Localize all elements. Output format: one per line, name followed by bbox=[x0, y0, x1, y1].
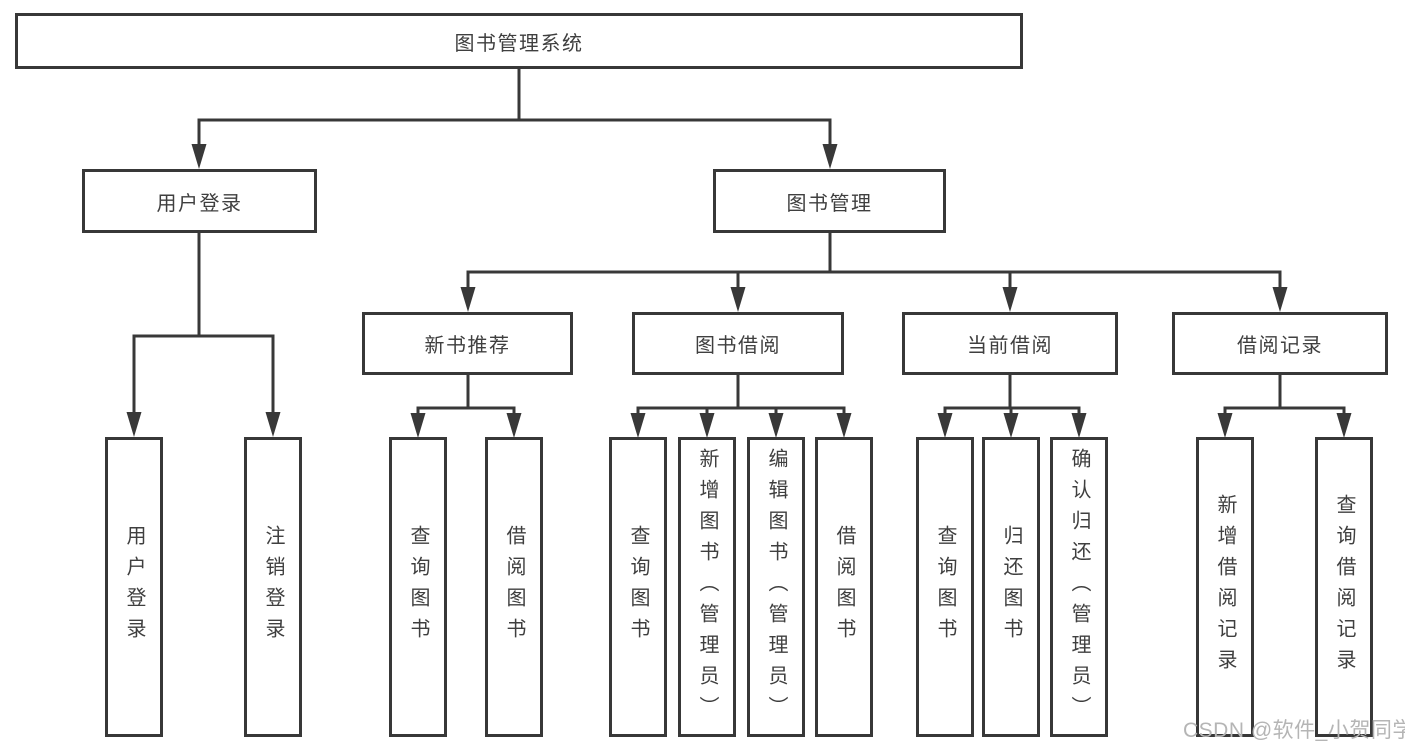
leaf-user-login-label: 用户登录 bbox=[123, 525, 145, 649]
node-user-login: 用户登录 bbox=[82, 169, 317, 233]
leaf-query-books-recommend-label: 查询图书 bbox=[407, 525, 429, 649]
csdn-watermark: CSDN @软件_小贺同学 bbox=[1183, 719, 1405, 742]
leaf-query-books-borrowing: 查询图书 bbox=[609, 437, 667, 737]
leaf-query-borrow-record: 查询借阅记录 bbox=[1315, 437, 1373, 737]
node-book-borrowing-label: 图书借阅 bbox=[695, 335, 781, 357]
leaf-query-books-borrowing-label: 查询图书 bbox=[627, 525, 649, 649]
node-root-label: 图书管理系统 bbox=[454, 32, 584, 55]
node-root-system: 图书管理系统 bbox=[15, 13, 1023, 69]
leaf-query-books-current-label: 查询图书 bbox=[934, 525, 956, 649]
leaf-borrow-books: 借阅图书 bbox=[815, 437, 873, 737]
node-book-borrowing: 图书借阅 bbox=[632, 312, 844, 375]
leaf-query-books-recommend: 查询图书 bbox=[389, 437, 447, 737]
leaf-logout: 注销登录 bbox=[244, 437, 302, 737]
node-new-book-recommend-label: 新书推荐 bbox=[424, 335, 511, 357]
node-current-borrowing-label: 当前借阅 bbox=[967, 335, 1053, 357]
leaf-confirm-return-admin: 确认归还（管理员） bbox=[1050, 437, 1108, 737]
node-borrowing-records: 借阅记录 bbox=[1172, 312, 1388, 375]
leaf-query-borrow-record-label: 查询借阅记录 bbox=[1333, 494, 1355, 680]
node-book-management-label: 图书管理 bbox=[786, 192, 873, 215]
leaf-logout-label: 注销登录 bbox=[262, 525, 284, 649]
leaf-user-login: 用户登录 bbox=[105, 437, 163, 737]
leaf-add-borrow-record: 新增借阅记录 bbox=[1196, 437, 1254, 737]
leaf-add-book-admin: 新增图书（管理员） bbox=[678, 437, 736, 737]
leaf-return-book: 归还图书 bbox=[982, 437, 1040, 737]
node-book-management: 图书管理 bbox=[713, 169, 946, 233]
leaf-confirm-return-admin-label: 确认归还（管理员） bbox=[1068, 447, 1090, 727]
leaf-borrow-books-recommend-label: 借阅图书 bbox=[503, 525, 525, 649]
node-borrowing-records-label: 借阅记录 bbox=[1237, 335, 1323, 357]
leaf-add-book-admin-label: 新增图书（管理员） bbox=[696, 447, 718, 727]
leaf-borrow-books-recommend: 借阅图书 bbox=[485, 437, 543, 737]
leaf-borrow-books-label: 借阅图书 bbox=[833, 525, 855, 649]
leaf-query-books-current: 查询图书 bbox=[916, 437, 974, 737]
node-user-login-label: 用户登录 bbox=[156, 192, 243, 215]
leaf-edit-book-admin: 编辑图书（管理员） bbox=[747, 437, 805, 737]
node-new-book-recommend: 新书推荐 bbox=[362, 312, 573, 375]
leaf-add-borrow-record-label: 新增借阅记录 bbox=[1214, 494, 1236, 680]
leaf-edit-book-admin-label: 编辑图书（管理员） bbox=[765, 447, 787, 727]
leaf-return-book-label: 归还图书 bbox=[1000, 525, 1022, 649]
node-current-borrowing: 当前借阅 bbox=[902, 312, 1118, 375]
